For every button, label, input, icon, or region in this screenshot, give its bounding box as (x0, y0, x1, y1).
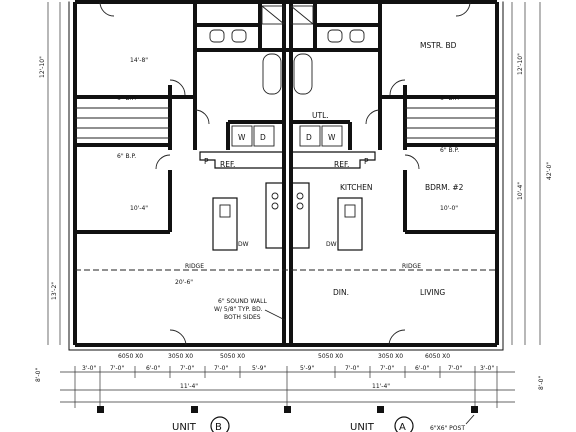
window-tags: 6050 X0 3050 X0 5050 X0 5050 X0 3050 X0 … (118, 353, 450, 360)
dim-3-0-right: 3'-0" (480, 365, 494, 372)
room-kitchen: KITCHEN (340, 183, 373, 192)
pantry-label-b: P (204, 157, 209, 166)
dim-8-0-right: 8'-0" (538, 376, 545, 390)
dim-12-10-right: 12'-10" (517, 53, 524, 75)
interior-notes: 6" B.P. 6" B.P. 6" B.P. 6" B.P. 14'-8" 1… (117, 57, 459, 286)
bath-fixtures (209, 5, 365, 95)
post-note: 6"X6" POST (430, 425, 465, 432)
dim-13-2: 13'-2" (51, 282, 58, 300)
dim-11-4-left: 11'-4" (180, 383, 198, 390)
dim-7-0-2: 7'-0" (180, 365, 194, 372)
dryer-label-a: D (306, 133, 312, 142)
window-tag-6: 6050 X0 (425, 353, 450, 360)
washer-dryer: W D D W (231, 125, 343, 147)
sound-wall-note-1: 6" SOUND WALL (218, 298, 267, 305)
unit-a-label: UNIT (350, 422, 375, 432)
washer-label-a: W (328, 133, 336, 142)
porch-stripes (75, 107, 497, 139)
dim-10-4-right: 10'-4" (517, 182, 524, 200)
interior-walls (75, 2, 497, 234)
dryer-label-b: D (260, 133, 266, 142)
window-tag-3: 5050 X0 (220, 353, 245, 360)
bp-note-4: 6" B.P. (440, 147, 459, 154)
dim-6-0-2: 6'-0" (415, 365, 429, 372)
room-utility: UTL. (312, 111, 329, 120)
right-dimensions: 12'-10" 10'-4" 42'-0" (511, 2, 553, 345)
dim-7-0-5: 7'-0" (380, 365, 394, 372)
room-bedroom-2: BDRM. #2 (425, 183, 464, 192)
window-tag-2: 3050 X0 (168, 353, 193, 360)
dim-10-0: 10'-0" (440, 205, 458, 212)
dim-42-0: 42'-0" (546, 162, 553, 180)
dim-11-4-right: 11'-4" (372, 383, 390, 390)
ridge-line: RIDGE RIDGE (75, 263, 497, 271)
room-labels: MSTR. BD UTL. KITCHEN BDRM. #2 DIN. LIVI… (312, 41, 464, 297)
dw-label-b: DW (238, 241, 249, 248)
dim-5-9-1: 5'-9" (252, 365, 266, 372)
window-tag-4: 5050 X0 (318, 353, 343, 360)
sound-wall-note-2: W/ 5/8" TYP. BD. (214, 306, 263, 313)
ref-label-a: REF. (334, 160, 349, 169)
bp-note-1: 6" B.P. (117, 95, 136, 102)
sound-wall-note-3: BOTH SIDES (224, 314, 261, 321)
bottom-dimensions: 3'-0" 7'-0" 6'-0" 7'-0" 7'-0" 5'-9" 5'-9… (35, 365, 545, 408)
dim-5-9-2: 5'-9" (300, 365, 314, 372)
dim-6-0-1: 6'-0" (146, 365, 160, 372)
kitchen-counters: REF. REF. P P DW DW (199, 151, 376, 251)
bp-note-3: 6" B.P. (117, 153, 136, 160)
sound-wall-callout: 6" SOUND WALL W/ 5/8" TYP. BD. BOTH SIDE… (214, 298, 286, 321)
column-posts (97, 406, 478, 413)
party-wall (282, 2, 293, 345)
room-living: LIVING (420, 288, 445, 297)
unit-labels: UNIT B UNIT A 6"X6" POST (172, 414, 475, 432)
dim-8-0-left: 8'-0" (35, 368, 42, 382)
ridge-note-b: RIDGE (185, 263, 204, 270)
dim-10-4-left: 10'-4" (130, 205, 148, 212)
ridge-note-a: RIDGE (402, 263, 421, 270)
dim-14-8: 14'-8" (130, 57, 148, 64)
unit-b-letter: B (215, 422, 222, 432)
window-tag-1: 6050 X0 (118, 353, 143, 360)
dim-7-0-3: 7'-0" (214, 365, 228, 372)
room-master-bedroom: MSTR. BD (420, 41, 457, 50)
window-tag-5: 3050 X0 (378, 353, 403, 360)
dim-7-0-6: 7'-0" (448, 365, 462, 372)
dim-12-10-left: 12'-10" (39, 56, 46, 78)
left-dimensions: 12'-10" 13'-2" (39, 2, 61, 345)
dim-20-6: 20'-6" (175, 279, 193, 286)
dim-7-0-4: 7'-0" (345, 365, 359, 372)
unit-a-letter: A (399, 422, 406, 432)
unit-b-label: UNIT (172, 422, 197, 432)
pantry-label-a: P (364, 157, 369, 166)
door-swings (99, 1, 471, 346)
bp-note-2: 6" B.P. (440, 95, 459, 102)
ref-label-b: REF. (220, 160, 235, 169)
dw-label-a: DW (326, 241, 337, 248)
room-dining: DIN. (333, 288, 349, 297)
dim-3-0-left: 3'-0" (82, 365, 96, 372)
washer-label-b: W (238, 133, 246, 142)
dim-7-0-1: 7'-0" (110, 365, 124, 372)
